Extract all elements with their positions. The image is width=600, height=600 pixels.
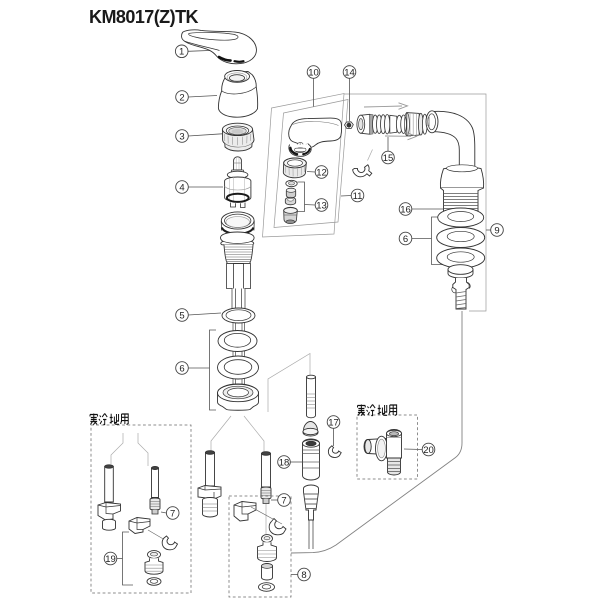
- svg-text:15: 15: [383, 153, 394, 164]
- svg-text:5: 5: [179, 310, 184, 321]
- svg-text:4: 4: [179, 182, 184, 193]
- svg-text:19: 19: [105, 554, 116, 565]
- svg-text:3: 3: [179, 131, 184, 142]
- svg-text:1: 1: [179, 47, 184, 58]
- svg-text:17: 17: [328, 417, 339, 428]
- svg-text:12: 12: [316, 167, 327, 178]
- svg-text:13: 13: [316, 200, 327, 211]
- svg-text:14: 14: [344, 67, 355, 78]
- svg-text:KM8017(Z)TK: KM8017(Z)TK: [89, 7, 199, 27]
- svg-text:18: 18: [279, 457, 290, 468]
- svg-text:11: 11: [353, 191, 363, 202]
- svg-text:7: 7: [281, 495, 286, 506]
- svg-text:7: 7: [170, 508, 175, 519]
- svg-text:20: 20: [423, 445, 434, 456]
- svg-text:9: 9: [494, 225, 499, 236]
- svg-text:16: 16: [400, 204, 411, 215]
- svg-text:6: 6: [179, 363, 184, 374]
- svg-text:10: 10: [308, 67, 319, 78]
- svg-text:6: 6: [403, 234, 408, 245]
- svg-text:8: 8: [301, 570, 306, 581]
- svg-text:2: 2: [179, 92, 184, 103]
